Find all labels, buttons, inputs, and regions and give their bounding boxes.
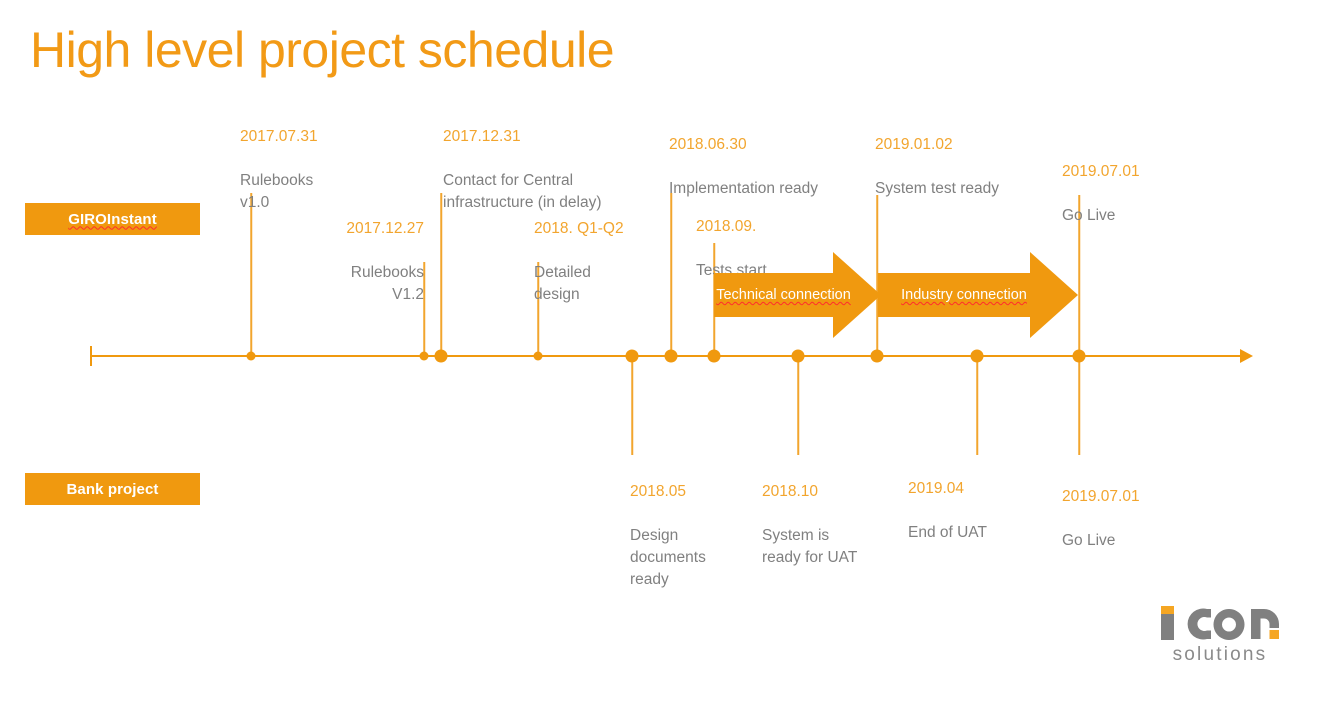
connector-2018-10 bbox=[797, 356, 799, 455]
milestone-date: 2018.10 bbox=[762, 483, 819, 500]
milestone-date: 2019.01.02 bbox=[875, 136, 953, 153]
connector-2017-12-27 bbox=[423, 262, 425, 355]
milestone-date: 2018. Q1-Q2 bbox=[534, 220, 624, 237]
milestone-dot-2018-10[interactable] bbox=[791, 349, 805, 363]
milestone-label-2018-06-30: 2018.06.30 Implementation ready bbox=[669, 112, 869, 222]
milestone-date: 2017.07.31 bbox=[240, 128, 318, 145]
milestone-date: 2017.12.31 bbox=[443, 128, 521, 145]
milestone-date: 2019.07.01 bbox=[1062, 163, 1140, 180]
milestone-date: 2019.07.01 bbox=[1062, 488, 1140, 505]
connector-2018-05 bbox=[631, 356, 633, 455]
milestone-dot-2019-07-01[interactable] bbox=[1072, 349, 1086, 363]
milestone-date: 2019.04 bbox=[908, 480, 965, 497]
milestone-date: 2018.05 bbox=[630, 483, 687, 500]
brand-logo: solutions bbox=[1155, 592, 1285, 674]
milestone-dot-2017-12-31[interactable] bbox=[434, 349, 448, 363]
milestone-desc: Go Live bbox=[1062, 207, 1116, 224]
milestone-dot-2018-06-30[interactable] bbox=[664, 349, 678, 363]
milestone-desc: System is ready for UAT bbox=[762, 527, 858, 566]
milestone-label-2017-12-27: 2017.12.27 Rulebooks V1.2 bbox=[288, 196, 424, 328]
phase-arrow-technical-connection[interactable]: Technical connection bbox=[714, 252, 881, 338]
milestone-dot-2018-09[interactable] bbox=[707, 349, 721, 363]
milestone-desc: Contact for Central infrastructure (in d… bbox=[443, 172, 602, 211]
milestone-dot-2017-07-31[interactable] bbox=[246, 351, 256, 361]
connector-2018-q1-q2 bbox=[537, 262, 539, 355]
milestone-label-2019-07-01-top: 2019.07.01 Go Live bbox=[1062, 139, 1212, 249]
milestone-dot-2018-05[interactable] bbox=[625, 349, 639, 363]
lane-badge-bank-project: Bank project bbox=[25, 473, 200, 505]
connector-2017-07-31 bbox=[250, 193, 252, 355]
milestone-label-2018-10: 2018.10 System is ready for UAT bbox=[762, 459, 902, 591]
lane-badge-giroinstant-label: GIROInstant bbox=[68, 210, 157, 228]
milestone-date: 2018.06.30 bbox=[669, 136, 747, 153]
block-arrow-icon bbox=[714, 252, 881, 338]
milestone-label-2019-01-02: 2019.01.02 System test ready bbox=[875, 112, 1055, 222]
block-arrow-icon bbox=[878, 252, 1078, 338]
milestone-label-2017-12-31: 2017.12.31 Contact for Central infrastru… bbox=[443, 104, 653, 236]
lane-badge-giroinstant: GIROInstant bbox=[25, 203, 200, 235]
milestone-date: 2017.12.27 bbox=[346, 220, 424, 237]
milestone-desc: Go Live bbox=[1062, 532, 1116, 549]
milestone-desc: Design documents ready bbox=[630, 527, 706, 588]
connector-2019-07-01-golive-bottom bbox=[1078, 356, 1080, 455]
milestone-desc: End of UAT bbox=[908, 524, 987, 541]
milestone-label-2019-04: 2019.04 End of UAT bbox=[908, 456, 1048, 566]
milestone-desc: Detailed design bbox=[534, 264, 591, 303]
milestone-desc: Rulebooks V1.2 bbox=[350, 264, 424, 303]
phase-arrow-label: Industry connection bbox=[901, 287, 1027, 303]
milestone-desc: Rulebooks v1.0 bbox=[240, 172, 314, 211]
milestone-dot-2017-12-27[interactable] bbox=[419, 351, 429, 361]
milestone-dot-2019-04[interactable] bbox=[970, 349, 984, 363]
logo-wordmark: solutions bbox=[1172, 644, 1268, 665]
icon-solutions-logo-icon bbox=[1161, 606, 1279, 640]
phase-arrow-label: Technical connection bbox=[716, 287, 851, 303]
milestone-dot-2018-q1-q2[interactable] bbox=[533, 351, 543, 361]
connector-2019-01-02 bbox=[876, 195, 878, 355]
page-title: High level project schedule bbox=[30, 22, 615, 78]
connector-2019-07-01-golive-top bbox=[1078, 195, 1080, 355]
milestone-desc: Implementation ready bbox=[669, 180, 819, 197]
milestone-label-2018-q1-q2: 2018. Q1-Q2 Detailed design bbox=[534, 196, 664, 328]
milestone-label-2018-05: 2018.05 Design documents ready bbox=[630, 459, 760, 613]
milestone-label-2019-07-01-bottom: 2019.07.01 Go Live bbox=[1062, 464, 1212, 574]
connector-2018-06-30 bbox=[670, 193, 672, 355]
milestone-date: 2018.09. bbox=[696, 218, 757, 235]
phase-arrow-industry-connection[interactable]: Industry connection bbox=[878, 252, 1078, 338]
milestone-label-2017-07-31: 2017.07.31 Rulebooks v1.0 bbox=[240, 104, 380, 236]
lane-badge-bank-project-label: Bank project bbox=[66, 480, 159, 498]
timeline-axis-arrow-icon bbox=[1240, 349, 1253, 363]
milestone-desc: System test ready bbox=[875, 180, 1000, 197]
milestone-dot-2019-01-02[interactable] bbox=[870, 349, 884, 363]
connector-2019-04 bbox=[976, 356, 978, 455]
connector-2017-12-31 bbox=[440, 193, 442, 355]
